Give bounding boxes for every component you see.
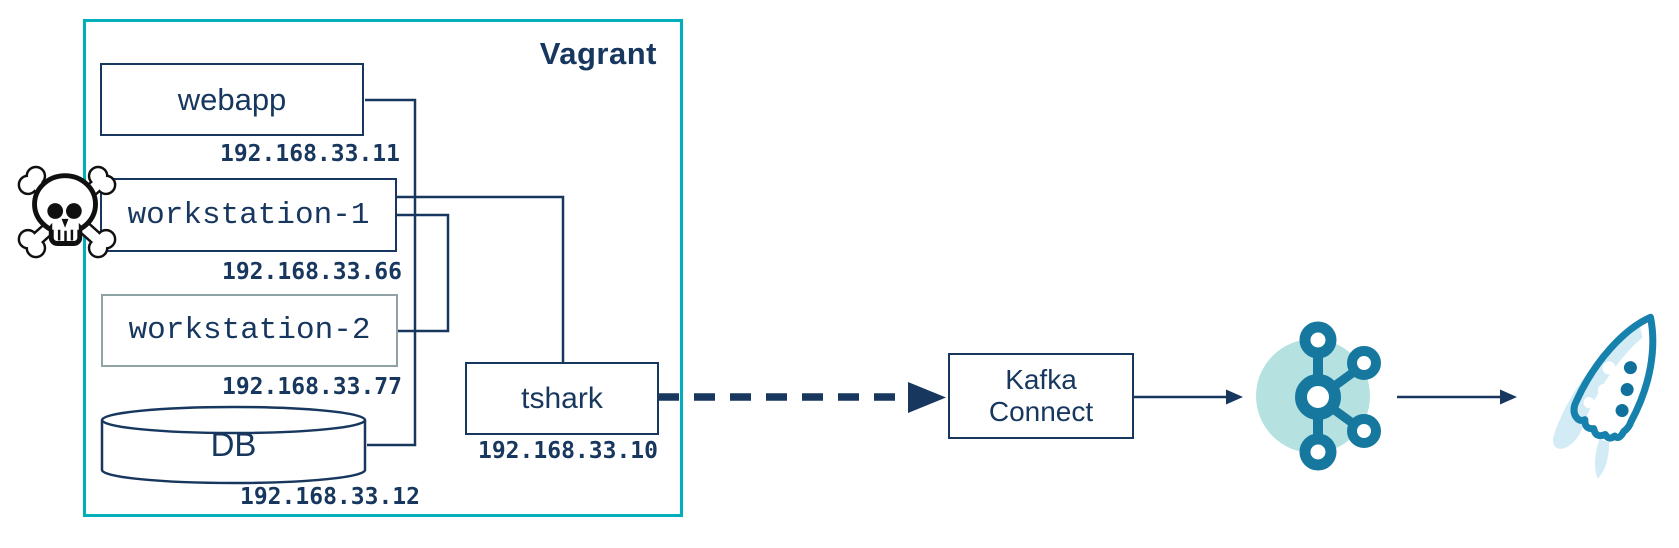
node-tshark: tshark — [465, 362, 659, 435]
kafka-logo — [1295, 321, 1381, 471]
vagrant-label: Vagrant — [539, 36, 657, 71]
ip-workstation-2: 192.168.33.77 — [221, 374, 402, 400]
workstation-2-label: workstation-2 — [128, 313, 371, 348]
db-label: DB — [210, 426, 257, 463]
rocket-teal-dots — [1615, 361, 1637, 418]
ksqldb-rocket-icon — [1552, 313, 1657, 479]
vagrant-environment-box — [83, 19, 683, 517]
webapp-label: webapp — [177, 81, 287, 117]
rocket-white-dots — [1583, 361, 1616, 409]
ip-workstation-1: 192.168.33.66 — [221, 259, 402, 285]
kafka-icon — [1256, 321, 1381, 471]
tshark-label: tshark — [521, 381, 603, 415]
connector-ws1-ws2 — [390, 213, 450, 333]
node-workstation-2: workstation-2 — [101, 294, 398, 367]
skull — [32, 173, 98, 246]
ip-tshark: 192.168.33.10 — [477, 438, 658, 464]
arrow-kafka-ksqldb — [1397, 389, 1517, 405]
connector-ws1-tshark — [390, 195, 565, 362]
db-cylinder — [100, 405, 367, 485]
ip-db: 192.168.33.12 — [239, 484, 420, 510]
node-workstation-1: workstation-1 — [100, 178, 397, 252]
ip-webapp: 192.168.33.11 — [219, 141, 400, 167]
rocket-body-fill — [1574, 317, 1653, 439]
rocket-outline — [1570, 313, 1657, 442]
kafka-connect-label: Kafka Connect — [988, 363, 1094, 427]
node-kafka-connect: Kafka Connect — [948, 353, 1134, 439]
rocket-shadow-tail — [1595, 439, 1610, 479]
skull-crossbones-icon — [17, 165, 117, 259]
connector-webapp-db — [365, 98, 417, 447]
dashed-arrowhead — [908, 382, 946, 413]
arrow-kconnect-kafka — [1131, 389, 1243, 405]
node-webapp: webapp — [100, 63, 364, 136]
workstation-1-label: workstation-1 — [127, 197, 370, 233]
rocket — [1552, 313, 1657, 479]
